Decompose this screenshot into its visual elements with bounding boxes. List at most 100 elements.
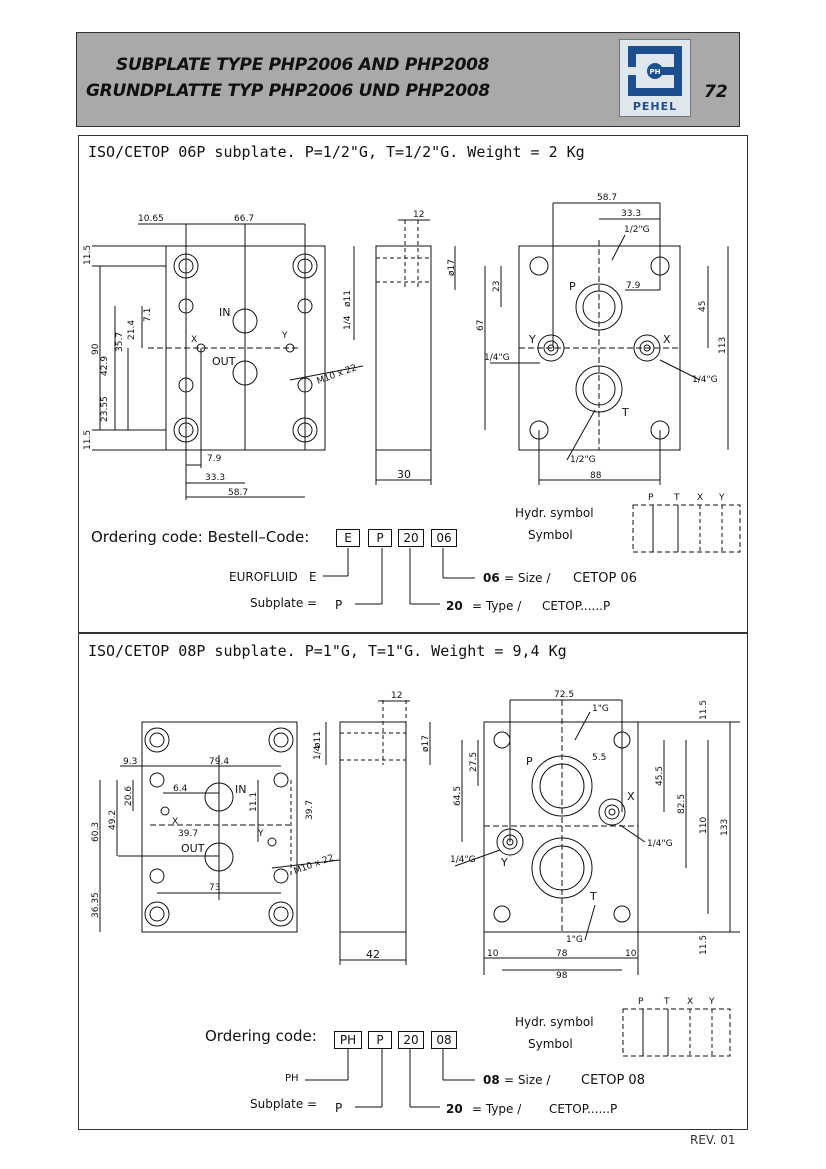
bottom-dim-33-3: 33.3	[621, 209, 641, 219]
dim-49-2: 49.2	[108, 810, 118, 830]
side2-dim-17: ø17	[421, 735, 431, 752]
symbol2-port-y: Y	[708, 997, 715, 1007]
dim-7-9: 7.9	[207, 454, 222, 464]
section1-size-value: CETOP 06	[573, 571, 637, 586]
dim-42-9: 42.9	[100, 356, 110, 376]
title-german: GRUNDPLATTE TYP PHP2006 UND PHP2008	[86, 81, 490, 101]
bottom2-dim-11-5-bottom: 11.5	[699, 935, 709, 955]
section1-ordering-label: Ordering code: Bestell–Code:	[91, 528, 310, 546]
bottom-dim-quarter-left: 1/4"G	[484, 353, 510, 363]
dim-7-1: 7.1	[143, 308, 153, 322]
section1-code-size: 06	[431, 529, 457, 547]
dim-11-5-bottom: 11.5	[83, 430, 93, 450]
port2-out-label: OUT	[181, 842, 205, 855]
port2-in-label: IN	[235, 783, 246, 796]
section1-type-code: 20	[446, 599, 463, 613]
section2-code-ph: PH	[334, 1031, 362, 1049]
bottom2-dim-110: 110	[699, 817, 709, 834]
section2-ph-label: PH	[285, 1073, 299, 1084]
bottom2-dim-64-5: 64.5	[453, 786, 463, 806]
section2-type-code: 20	[446, 1102, 463, 1116]
side-dim-1-4: 1/4	[343, 315, 353, 330]
bottom-dim-88: 88	[590, 471, 602, 481]
port-x-label: X	[191, 335, 197, 345]
side2-dim-11: ø11	[313, 731, 323, 748]
bottom2-dim-78: 78	[556, 949, 568, 959]
section2-subplate-code: P	[335, 1101, 343, 1115]
section1-symbol: Symbol	[528, 528, 573, 542]
section2-symbol: Symbol	[528, 1037, 573, 1051]
symbol1-port-x: X	[697, 493, 703, 503]
symbol1-port-p: P	[648, 493, 654, 503]
section2-heading: ISO/CETOP 08P subplate. P=1"G, T=1"G. We…	[88, 642, 567, 660]
dim-39-7-v: 39.7	[305, 800, 315, 820]
dim-79-4: 79.4	[209, 757, 229, 767]
section1-eurofluid-code: E	[309, 570, 317, 584]
side2-dim-1-4: 1/4	[313, 745, 323, 760]
section2-type-value: CETOP......P	[549, 1102, 618, 1116]
side-dim-17: ø17	[447, 259, 457, 276]
dim-6-4: 6.4	[173, 784, 188, 794]
section2-size-code: 08	[483, 1073, 500, 1087]
dim-73: 73	[209, 883, 220, 893]
dim-33-3: 33.3	[205, 473, 225, 483]
bottom-dim-quarter-right: 1/4"G	[692, 375, 718, 385]
bottom2-dim-quarter-left: 1/4"G	[450, 855, 476, 865]
section2-type-text: = Type /	[472, 1102, 522, 1116]
section1-subplate-code: P	[335, 598, 343, 612]
section1-hydr-symbol: Hydr. symbol	[515, 506, 594, 520]
bottom-dim-7-9: 7.9	[626, 281, 641, 291]
section1-heading: ISO/CETOP 06P subplate. P=1/2"G, T=1/2"G…	[88, 143, 585, 161]
section2-hydr-symbol: Hydr. symbol	[515, 1015, 594, 1029]
dim-10-65: 10.65	[138, 214, 164, 224]
side-dim-30: 30	[397, 468, 411, 481]
dim-36-35: 36.35	[91, 892, 101, 918]
section1-code-subplate: P	[368, 529, 392, 547]
dim-90: 90	[91, 343, 101, 355]
port2-x-label: X	[172, 817, 178, 827]
dim-58-7: 58.7	[228, 488, 248, 498]
symbol2-port-t: T	[663, 997, 670, 1007]
bottom-dim-67: 67	[476, 320, 486, 331]
section2-code-subplate: P	[368, 1031, 392, 1049]
section-cetop06	[78, 135, 748, 633]
bottom2-port-p: P	[526, 755, 533, 768]
thread2-m10-label: M10 x 22	[293, 853, 336, 877]
bottom2-dim-11-5-top: 11.5	[699, 700, 709, 720]
bottom2-port-y: Y	[500, 856, 508, 869]
dim-60-3: 60.3	[91, 822, 101, 842]
symbol1-port-y: Y	[718, 493, 725, 503]
bottom2-dim-quarter-right: 1/4"G	[647, 839, 673, 849]
pehel-logo-mark: PH	[628, 46, 682, 96]
side-dim-11: ø11	[343, 290, 353, 307]
section1-code-eurofluid: E	[336, 529, 360, 547]
section2-ordering-label: Ordering code:	[205, 1027, 317, 1045]
port-y-label: Y	[281, 331, 288, 341]
port2-y-label: Y	[257, 829, 264, 839]
bottom2-dim-133: 133	[720, 819, 730, 836]
dim-35-7: 35.7	[115, 332, 125, 352]
symbol1-port-t: T	[673, 493, 680, 503]
bottom2-dim-10-right: 10	[625, 949, 637, 959]
bottom2-dim-27-5: 27.5	[469, 752, 479, 772]
page-number: 72	[704, 82, 728, 102]
side2-dim-42: 42	[366, 948, 380, 961]
bottom2-dim-5-5: 5.5	[592, 753, 606, 763]
section1-type-value: CETOP......P	[542, 599, 611, 613]
dim-20-6: 20.6	[124, 786, 134, 806]
symbol2-port-x: X	[687, 997, 693, 1007]
logo-mark-text: PH	[650, 68, 661, 76]
section1-size-text: = Size /	[504, 571, 551, 585]
revision-label: REV. 01	[690, 1133, 736, 1147]
bottom2-dim-10-left: 10	[487, 949, 499, 959]
bottom-port-y: Y	[528, 333, 536, 346]
dim-11-5-top: 11.5	[83, 245, 93, 265]
bottom2-port-x: X	[627, 790, 635, 803]
dim-11-1: 11.1	[249, 792, 259, 812]
bottom-port-x: X	[663, 333, 671, 346]
section-cetop08	[78, 633, 748, 1130]
symbol2-port-p: P	[638, 997, 644, 1007]
bottom-dim-58-7: 58.7	[597, 193, 617, 203]
